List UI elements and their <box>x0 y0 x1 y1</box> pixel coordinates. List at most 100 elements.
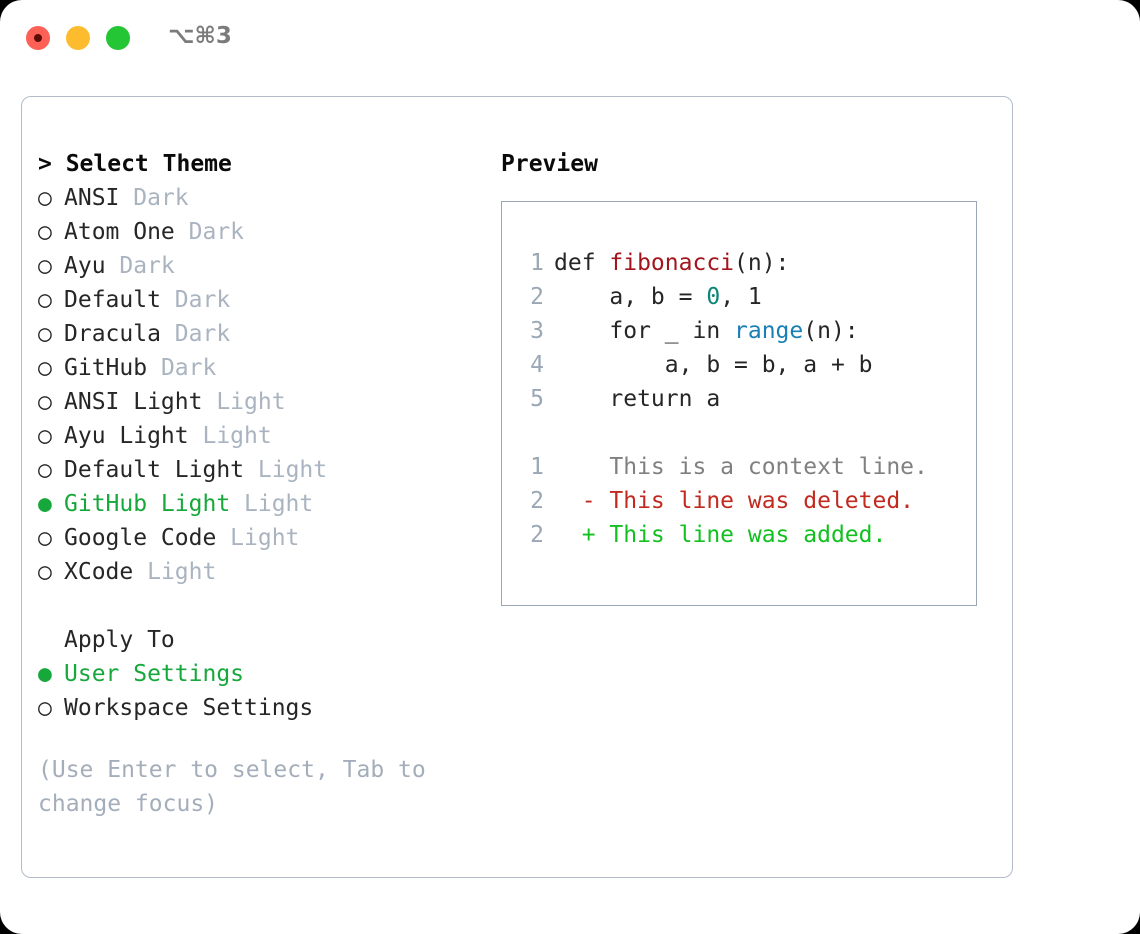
diff-line-text: This is a context line. <box>554 454 928 480</box>
theme-list-header: > Select Theme <box>38 151 232 177</box>
diff-line-ctx: 1 This is a context line. <box>520 450 976 484</box>
radio-unselected-icon: ○ <box>38 559 52 585</box>
code-line: 4 a, b = b, a + b <box>520 348 976 382</box>
apply-to-header-label: Apply To <box>64 627 175 653</box>
theme-item-label: Dracula <box>64 321 175 347</box>
radio-selected-icon: ● <box>38 661 52 687</box>
keyboard-hint-text: (Use Enter to select, Tab to change focu… <box>38 757 440 817</box>
code-token-num: 0 <box>706 284 721 310</box>
theme-item-default[interactable]: ○ Default Dark <box>38 283 488 317</box>
minimize-button[interactable] <box>66 26 90 50</box>
list-spacer <box>38 589 488 623</box>
maximize-button[interactable] <box>106 26 130 50</box>
theme-item-default-light[interactable]: ○ Default Light Light <box>38 453 488 487</box>
diff-sample: 1 This is a context line.2 - This line w… <box>520 450 976 552</box>
diff-line-text: - This line was deleted. <box>554 488 915 514</box>
diff-line-number: 2 <box>530 522 544 548</box>
diff-line-del: 2 - This line was deleted. <box>520 484 976 518</box>
theme-list: ○ ANSI Dark ○ Atom One Dark ○ Ayu Dark ○ Defaul… <box>38 181 488 589</box>
radio-unselected-icon: ○ <box>38 253 52 279</box>
theme-item-atom-one[interactable]: ○ Atom One Dark <box>38 215 488 249</box>
close-button[interactable] <box>26 26 50 50</box>
code-text: a, b = <box>554 284 707 310</box>
apply-to-option-user-settings[interactable]: ● User Settings <box>38 657 488 691</box>
traffic-light-group <box>26 26 130 50</box>
theme-item-ayu[interactable]: ○ Ayu Dark <box>38 249 488 283</box>
radio-unselected-icon: ○ <box>38 389 52 415</box>
diff-line-text: + This line was added. <box>554 522 887 548</box>
code-token-call: range <box>734 318 804 344</box>
theme-item-variant: Dark <box>188 219 245 245</box>
apply-to-option-workspace-settings[interactable]: ○ Workspace Settings <box>38 691 488 725</box>
diff-line-number: 2 <box>530 488 544 514</box>
code-line: 3 for _ in range(n): <box>520 314 976 348</box>
theme-item-ayu-light[interactable]: ○Ayu Light Light <box>38 419 488 453</box>
diff-line-add: 2 + This line was added. <box>520 518 976 552</box>
code-line: 1 def fibonacci(n): <box>520 246 976 280</box>
radio-unselected-icon: ○ <box>38 355 52 381</box>
apply-to-header-indent <box>38 623 64 657</box>
theme-selector-column: > Select Theme ○ANSI Dark○Atom One Dark○… <box>38 147 488 821</box>
radio-unselected-icon: ○ <box>38 219 52 245</box>
theme-item-github[interactable]: ○ GitHub Dark <box>38 351 488 385</box>
code-line-number: 4 <box>530 352 544 378</box>
theme-item-variant: Light <box>257 457 328 483</box>
theme-item-github-light[interactable]: ●GitHub Light Light <box>38 487 488 521</box>
theme-item-label: GitHub <box>64 355 161 381</box>
code-line-number: 3 <box>530 318 544 344</box>
code-text: (n): <box>734 250 790 276</box>
apply-to-option-label: Workspace Settings <box>64 695 314 721</box>
code-line-number: 2 <box>530 284 544 310</box>
theme-item-label: Default Light <box>64 457 258 483</box>
theme-item-variant: Light <box>244 491 314 517</box>
radio-unselected-icon: ○ <box>38 287 52 313</box>
code-text: a, b = b, a + b <box>554 352 873 378</box>
theme-item-label: ANSI Light <box>64 389 217 415</box>
theme-item-google-code[interactable]: ○ Google Code Light <box>38 521 488 555</box>
theme-item-label: Atom One <box>64 219 189 245</box>
radio-unselected-icon: ○ <box>38 695 52 721</box>
theme-item-ansi-light[interactable]: ○ ANSI Light Light <box>38 385 488 419</box>
theme-item-variant: Light <box>147 559 217 585</box>
apply-to-header: Apply To <box>38 623 488 657</box>
theme-item-variant: Dark <box>174 287 231 313</box>
theme-item-label: XCode <box>64 559 148 585</box>
code-text: for _ in <box>554 318 735 344</box>
radio-unselected-icon: ○ <box>38 457 52 483</box>
keyboard-shortcut-label: ⌥⌘3 <box>168 23 232 49</box>
code-text: def <box>554 250 610 276</box>
theme-item-label: Ayu Light <box>64 423 203 449</box>
apply-to-option-label: User Settings <box>64 661 245 687</box>
theme-item-label: GitHub Light <box>64 491 245 517</box>
code-token-fn: fibonacci <box>609 250 735 276</box>
radio-unselected-icon: ○ <box>38 525 52 551</box>
main-panel: > Select Theme ○ANSI Dark○Atom One Dark○… <box>21 96 1013 878</box>
theme-item-variant: Dark <box>160 355 217 381</box>
code-line: 5 return a <box>520 382 976 416</box>
theme-item-variant: Light <box>230 525 300 551</box>
theme-item-label: ANSI <box>64 185 134 211</box>
code-text: , 1 <box>720 284 762 310</box>
code-line-number: 5 <box>530 386 544 412</box>
radio-unselected-icon: ○ <box>38 423 52 449</box>
diff-line-number: 1 <box>530 454 544 480</box>
radio-unselected-icon: ○ <box>38 185 52 211</box>
theme-item-ansi[interactable]: ○ ANSI Dark <box>38 181 488 215</box>
theme-item-variant: Dark <box>133 185 189 211</box>
theme-item-variant: Dark <box>174 321 231 347</box>
code-line: 2 a, b = 0, 1 <box>520 280 976 314</box>
code-text: (n): <box>803 318 859 344</box>
theme-item-variant: Light <box>216 389 286 415</box>
theme-item-label: Google Code <box>64 525 231 551</box>
title-bar: ⌥⌘3 <box>0 0 1140 76</box>
theme-item-xcode[interactable]: ○ XCode Light <box>38 555 488 589</box>
code-diff-separator <box>520 416 976 450</box>
theme-item-dracula[interactable]: ○ Dracula Dark <box>38 317 488 351</box>
theme-item-label: Ayu <box>64 253 120 279</box>
theme-item-label: Default <box>64 287 175 313</box>
radio-unselected-icon: ○ <box>38 321 52 347</box>
theme-item-variant: Dark <box>119 253 175 279</box>
code-line-number: 1 <box>530 250 544 276</box>
